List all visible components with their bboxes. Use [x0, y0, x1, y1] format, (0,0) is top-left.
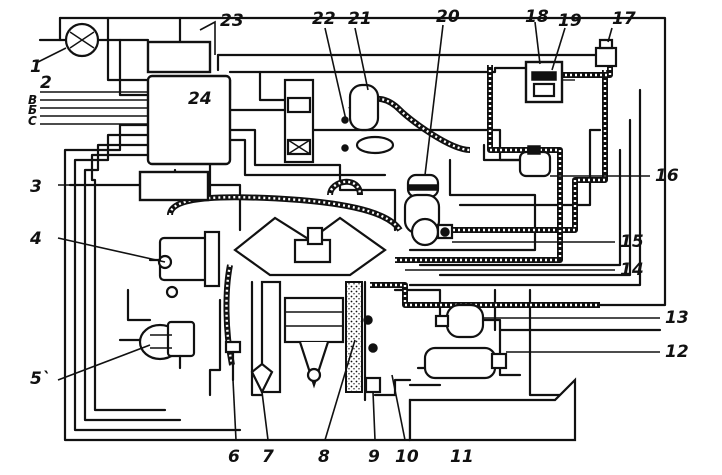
component-23-relay [146, 40, 212, 74]
component-4-distributor [126, 230, 221, 322]
component-18-19 [524, 60, 575, 104]
callout-12: 12 [665, 342, 689, 362]
callout-15: 15 [620, 232, 644, 252]
callout-8: 8 [318, 447, 330, 467]
fuel-hoses [167, 60, 613, 366]
callout-23: 23 [220, 11, 244, 31]
component-12-pump [416, 346, 508, 380]
callout-9: 9 [368, 447, 380, 467]
signal-label-b: Б [28, 103, 37, 117]
callout-21: 21 [348, 9, 372, 29]
component-16 [518, 145, 552, 178]
callout-14: 14 [620, 260, 644, 280]
signal-label-v: В [28, 93, 37, 107]
component-5-actuator [138, 320, 196, 370]
callout-labels: 1 2 23 3 4 5` 6 7 8 9 10 11 12 13 14 15 … [29, 7, 689, 467]
callout-17: 17 [612, 9, 636, 29]
ecu-label: 24 [188, 89, 212, 109]
callout-19: 19 [558, 11, 582, 31]
callout-6: 6 [228, 447, 240, 467]
component-21-22-throttle [283, 78, 395, 164]
callout-4: 4 [29, 229, 42, 249]
callout-10: 10 [395, 447, 419, 467]
callout-18: 18 [525, 7, 549, 27]
callout-11: 11 [450, 447, 474, 467]
signal-input-labels: В Б С [28, 93, 37, 128]
callout-22: 22 [312, 9, 336, 29]
component-9-sensor [363, 315, 382, 394]
callout-16: 16 [655, 166, 679, 186]
engine-block [233, 216, 387, 402]
component-1 [64, 22, 100, 58]
component-24-ecu: 24 [146, 74, 232, 166]
component-7-sensor [250, 362, 274, 395]
signal-label-s: С [28, 114, 37, 128]
callout-20: 20 [436, 7, 460, 27]
component-3-module [138, 170, 210, 202]
component-15-valve [410, 217, 454, 247]
component-20-regulator [403, 173, 441, 235]
callout-2: 2 [40, 73, 52, 93]
component-6-sensor [224, 340, 242, 382]
component-11-tank [408, 377, 577, 442]
component-17 [594, 38, 618, 68]
leader-lines [37, 20, 660, 441]
callout-5: 5` [30, 369, 50, 389]
component-13-filter [434, 303, 485, 339]
callout-3: 3 [30, 177, 42, 197]
callout-7: 7 [262, 447, 274, 467]
ecu-signal-lines [40, 91, 148, 125]
wiring-harness [38, 16, 667, 442]
callout-13: 13 [665, 308, 689, 328]
callout-1: 1 [30, 57, 42, 77]
